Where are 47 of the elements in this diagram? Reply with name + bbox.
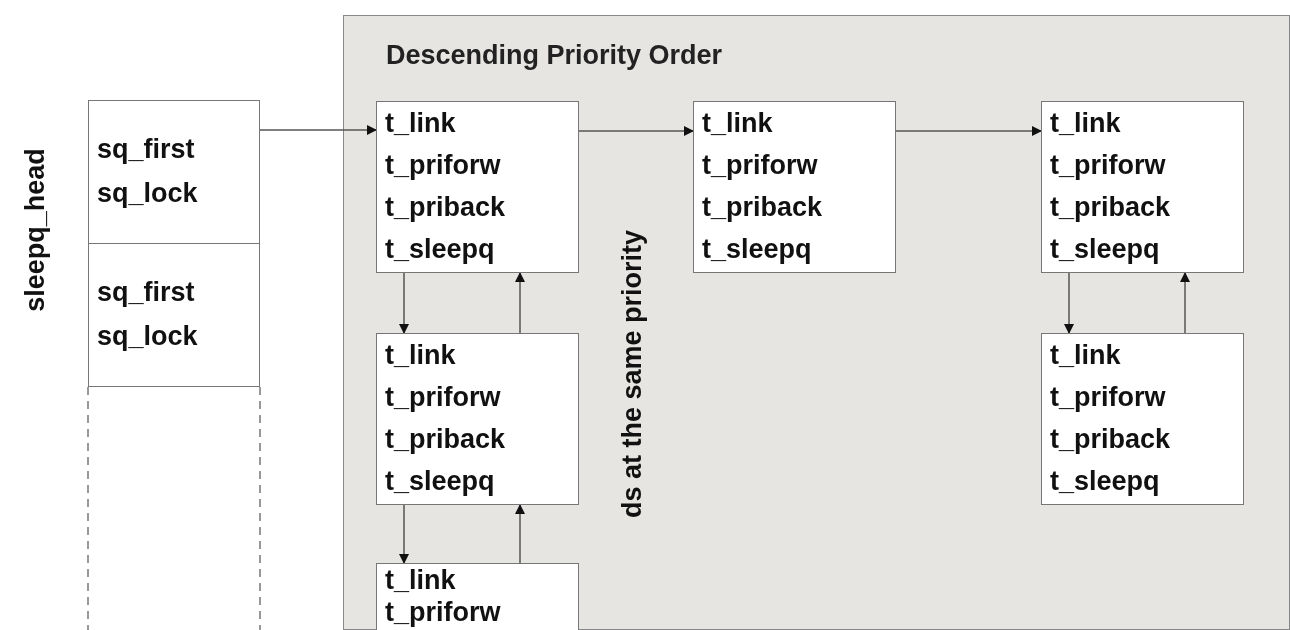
field-name: t_priback bbox=[385, 191, 506, 224]
field-name: sq_lock bbox=[97, 177, 198, 210]
field-name: t_priforw bbox=[385, 149, 501, 182]
field-name: t_sleepq bbox=[385, 233, 495, 266]
thread-struct-box bbox=[693, 101, 896, 273]
arrow bbox=[578, 126, 694, 136]
field-name: t_sleepq bbox=[702, 233, 812, 266]
field-name: t_priback bbox=[385, 423, 506, 456]
arrow bbox=[259, 125, 377, 135]
panel-title: Descending Priority Order bbox=[386, 40, 723, 71]
field-name: t_link bbox=[385, 339, 456, 372]
field-name: t_sleepq bbox=[1050, 233, 1160, 266]
field-name: t_priback bbox=[1050, 191, 1171, 224]
field-name: t_sleepq bbox=[1050, 465, 1160, 498]
field-name: sq_first bbox=[97, 276, 195, 309]
thread-struct-box bbox=[1041, 101, 1244, 273]
sleepq-cell bbox=[88, 100, 260, 244]
field-name: t_priforw bbox=[385, 596, 501, 628]
field-name: sq_first bbox=[97, 133, 195, 166]
arrow bbox=[399, 504, 409, 564]
arrow bbox=[1180, 272, 1190, 334]
field-name: t_sleepq bbox=[385, 465, 495, 498]
field-name: t_priback bbox=[702, 191, 823, 224]
arrow bbox=[399, 272, 409, 334]
field-name: t_link bbox=[385, 107, 456, 140]
field-name: t_priforw bbox=[702, 149, 818, 182]
field-name: sq_lock bbox=[97, 320, 198, 353]
field-name: t_link bbox=[1050, 339, 1121, 372]
vertical-label: sleepq_head bbox=[19, 147, 51, 314]
arrow bbox=[1064, 272, 1074, 334]
field-name: t_priback bbox=[1050, 423, 1171, 456]
thread-struct-box bbox=[376, 563, 579, 630]
field-name: t_link bbox=[702, 107, 773, 140]
vertical-note: ds at the same priority bbox=[616, 230, 648, 521]
thread-struct-box bbox=[376, 333, 579, 505]
priority-panel bbox=[343, 15, 1290, 630]
field-name: t_link bbox=[1050, 107, 1121, 140]
arrow bbox=[515, 272, 525, 334]
field-name: t_priforw bbox=[1050, 149, 1166, 182]
sleepq-cell bbox=[88, 243, 260, 387]
arrow bbox=[515, 504, 525, 564]
thread-struct-box bbox=[1041, 333, 1244, 505]
thread-struct-box bbox=[376, 101, 579, 273]
arrow bbox=[895, 126, 1042, 136]
field-name: t_link bbox=[385, 564, 456, 596]
field-name: t_priforw bbox=[385, 381, 501, 414]
field-name: t_priforw bbox=[1050, 381, 1166, 414]
